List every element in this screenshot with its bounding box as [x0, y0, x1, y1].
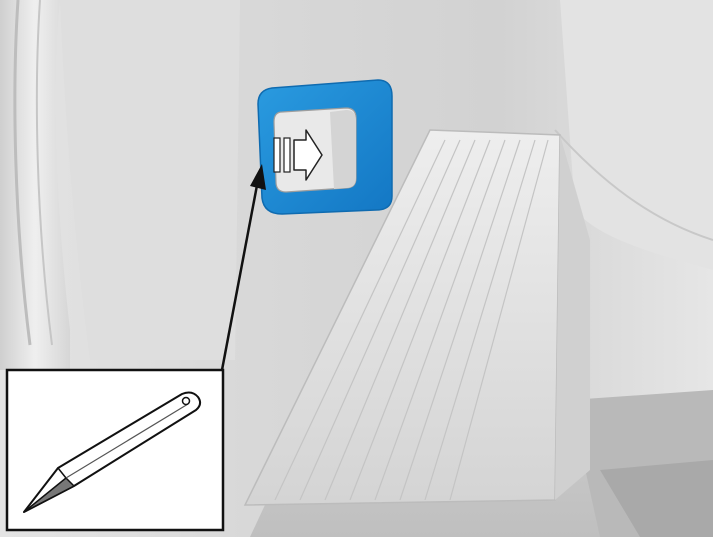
side-trim-panel: [60, 0, 240, 360]
tool-inset: [7, 370, 223, 530]
cover-recess-shadow: [330, 110, 356, 189]
